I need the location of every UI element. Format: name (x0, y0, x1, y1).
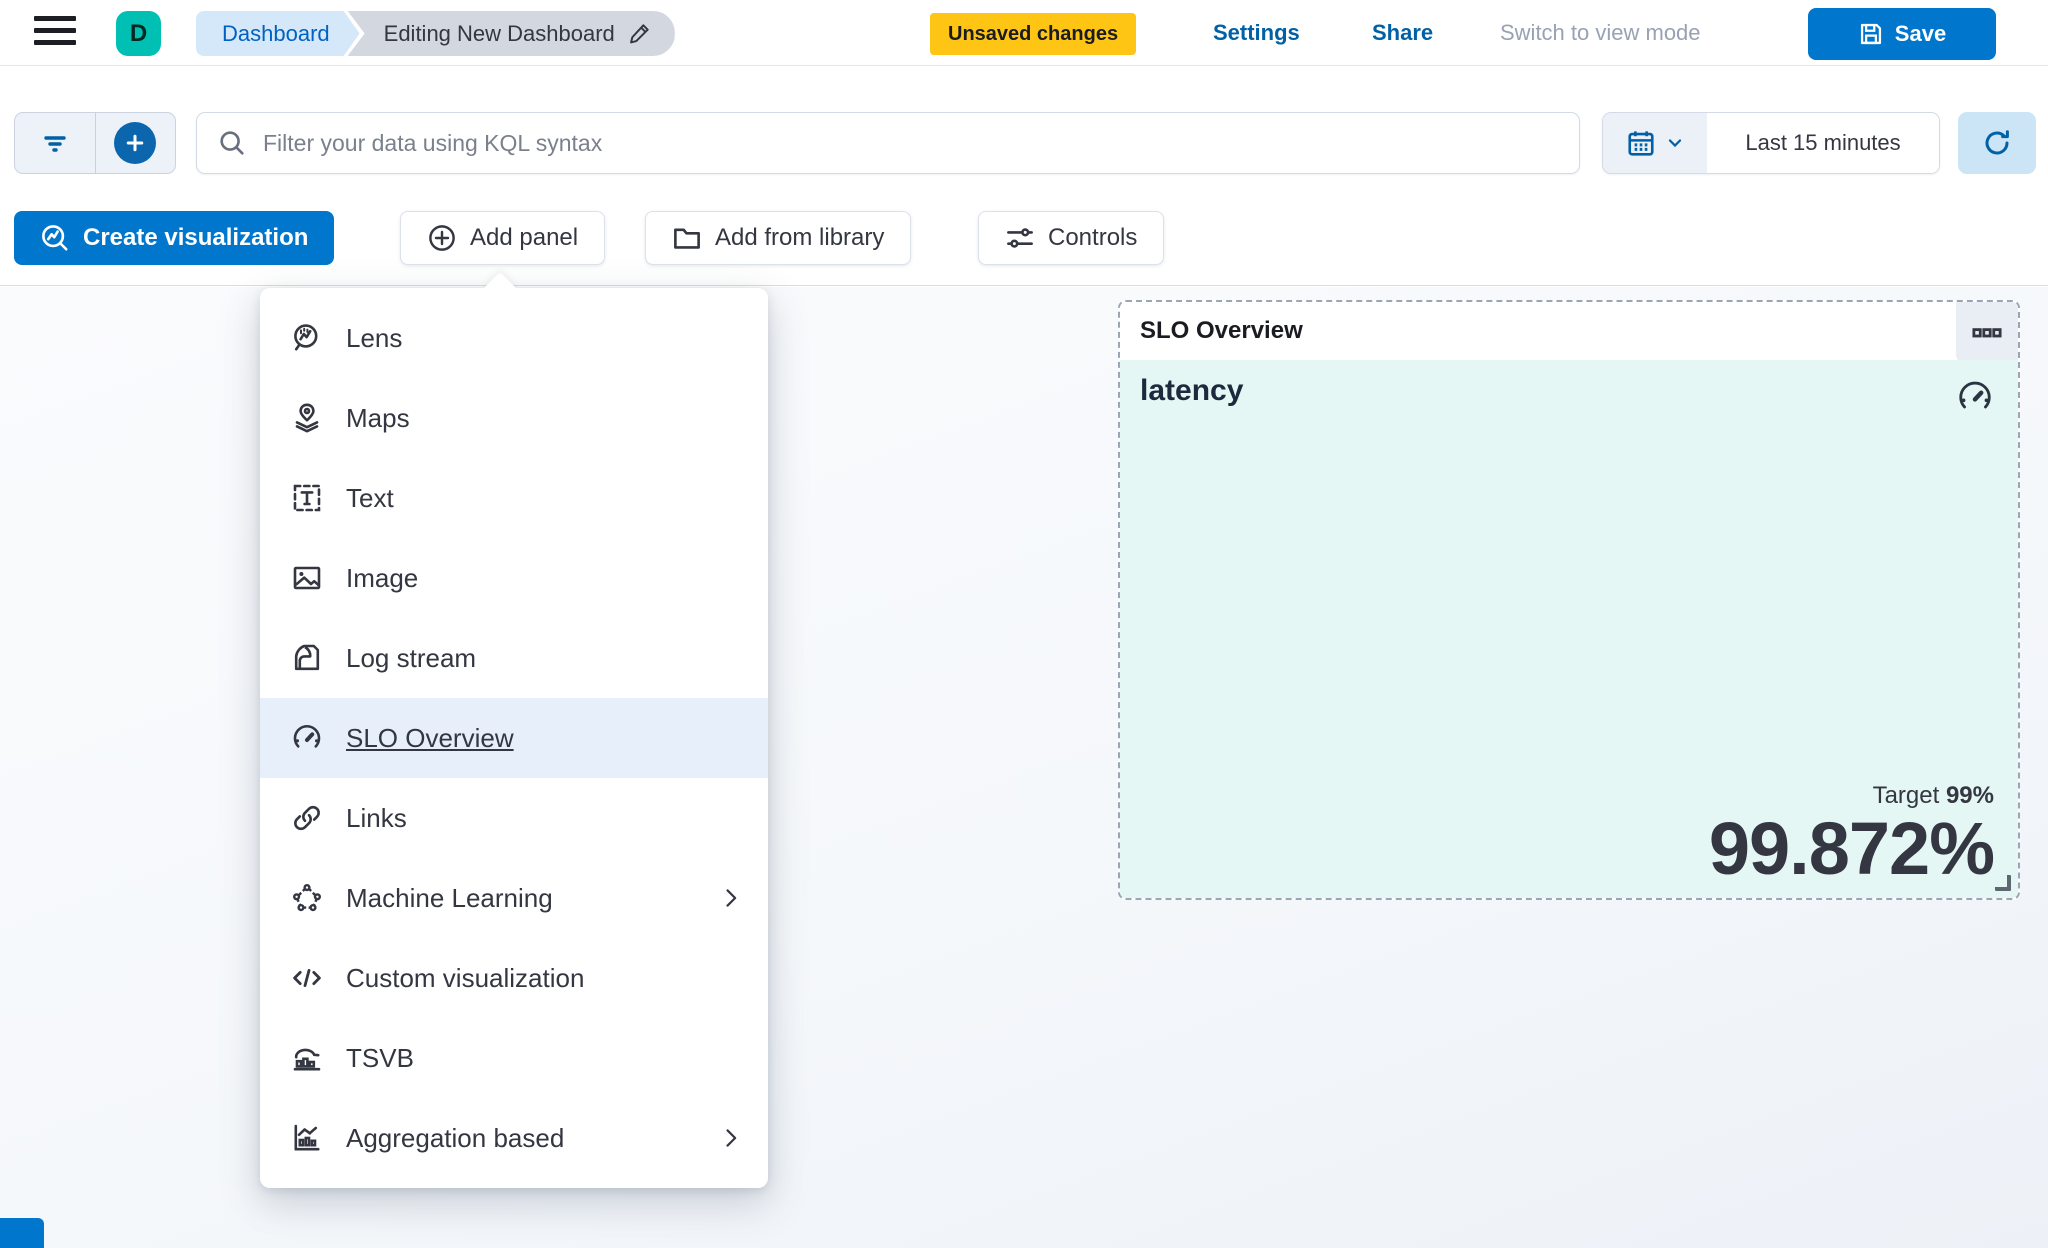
slo-panel-body: latency Target 99% 99.872% (1120, 360, 2018, 898)
text-icon (290, 481, 324, 515)
menu-item-maps[interactable]: Maps (260, 378, 768, 458)
menu-hamburger-icon[interactable] (34, 16, 76, 50)
switch-to-view-mode-link[interactable]: Switch to view mode (1500, 20, 1701, 45)
filter-menu-button[interactable] (15, 113, 96, 173)
panel-title: SLO Overview (1140, 317, 1303, 344)
plus-circle-icon (114, 122, 157, 164)
panel-resize-handle[interactable] (1995, 875, 2011, 891)
pencil-icon (627, 22, 651, 46)
share-link[interactable]: Share (1372, 20, 1434, 45)
add-from-library-button[interactable]: Add from library (645, 211, 912, 265)
chevron-right-icon (720, 1127, 742, 1149)
filter-controls-group (14, 112, 176, 174)
menu-item-slo-overview[interactable]: SLO Overview (260, 698, 768, 778)
slo-overview-panel[interactable]: SLO Overview latency (1118, 300, 2020, 900)
slo-target-value: 99% (1945, 782, 1994, 810)
sliders-icon (1005, 223, 1035, 253)
gauge-icon (290, 721, 324, 755)
date-picker-toggle[interactable] (1603, 113, 1707, 173)
plus-in-circle-icon (427, 223, 457, 253)
log-stream-icon (290, 641, 324, 675)
add-filter-button[interactable] (96, 113, 176, 173)
chevron-down-icon (1665, 133, 1685, 153)
dashboard-toolbar: Create visualization Add panel Add from … (0, 200, 2048, 286)
lens-icon (290, 321, 324, 355)
slo-values: Target 99% 99.872% (1708, 782, 1995, 891)
space-avatar[interactable]: D (116, 11, 161, 56)
breadcrumb-current-dashboard[interactable]: Editing New Dashboard (347, 11, 675, 56)
menu-item-links[interactable]: Links (260, 778, 768, 858)
add-panel-menu: Lens Maps Text (260, 272, 768, 1188)
menu-item-image[interactable]: Image (260, 538, 768, 618)
menu-item-text[interactable]: Text (260, 458, 768, 538)
aggregation-icon (290, 1121, 324, 1155)
slo-metric-name: latency (1140, 374, 1244, 407)
menu-item-machine-learning[interactable]: Machine Learning (260, 858, 768, 938)
chevron-right-icon (720, 887, 742, 909)
time-range-value[interactable]: Last 15 minutes (1707, 113, 1939, 173)
menu-item-custom-visualization[interactable]: Custom visualization (260, 938, 768, 1018)
calendar-icon (1626, 128, 1656, 158)
time-range-picker: Last 15 minutes (1602, 112, 1940, 174)
boxes-horizontal-icon (1972, 318, 2002, 348)
avatar-initial: D (129, 19, 148, 47)
save-button[interactable]: Save (1808, 8, 1996, 60)
kql-search-input[interactable] (263, 129, 1559, 157)
panel-placement-fragment (0, 1218, 44, 1248)
settings-link[interactable]: Settings (1213, 20, 1300, 45)
lens-icon (40, 223, 70, 253)
query-bar: Last 15 minutes (0, 67, 2048, 200)
add-panel-button[interactable]: Add panel (400, 211, 606, 265)
menu-item-lens[interactable]: Lens (260, 298, 768, 378)
refresh-icon (1981, 127, 2013, 159)
menu-item-tsvb[interactable]: TSVB (260, 1018, 768, 1098)
machine-learning-icon (290, 881, 324, 915)
tsvb-icon (290, 1041, 324, 1075)
kql-search-box[interactable] (196, 112, 1580, 174)
refresh-button[interactable] (1958, 112, 2036, 174)
create-visualization-button[interactable]: Create visualization (14, 211, 335, 265)
filter-icon (39, 127, 71, 159)
breadcrumb-dashboard[interactable]: Dashboard (196, 11, 360, 56)
maps-icon (290, 401, 324, 435)
panel-header[interactable]: SLO Overview (1120, 302, 2018, 360)
slo-target: Target 99% (1872, 782, 1994, 810)
search-icon (217, 128, 247, 158)
unsaved-changes-badge: Unsaved changes (930, 13, 1137, 55)
slo-value: 99.872% (1708, 807, 1995, 891)
menu-item-log-stream[interactable]: Log stream (260, 618, 768, 698)
panel-options-button[interactable] (1956, 302, 2018, 364)
menu-item-aggregation-based[interactable]: Aggregation based (260, 1098, 768, 1178)
image-icon (290, 561, 324, 595)
code-icon (290, 961, 324, 995)
link-icon (290, 801, 324, 835)
gauge-icon (1956, 378, 1994, 416)
controls-button[interactable]: Controls (978, 211, 1165, 265)
top-navigation-bar: D Dashboard Editing New Dashboard Unsave… (0, 0, 2048, 66)
breadcrumb: Dashboard Editing New Dashboard (196, 11, 675, 56)
save-floppy-icon (1858, 21, 1884, 47)
folder-icon (672, 223, 702, 253)
